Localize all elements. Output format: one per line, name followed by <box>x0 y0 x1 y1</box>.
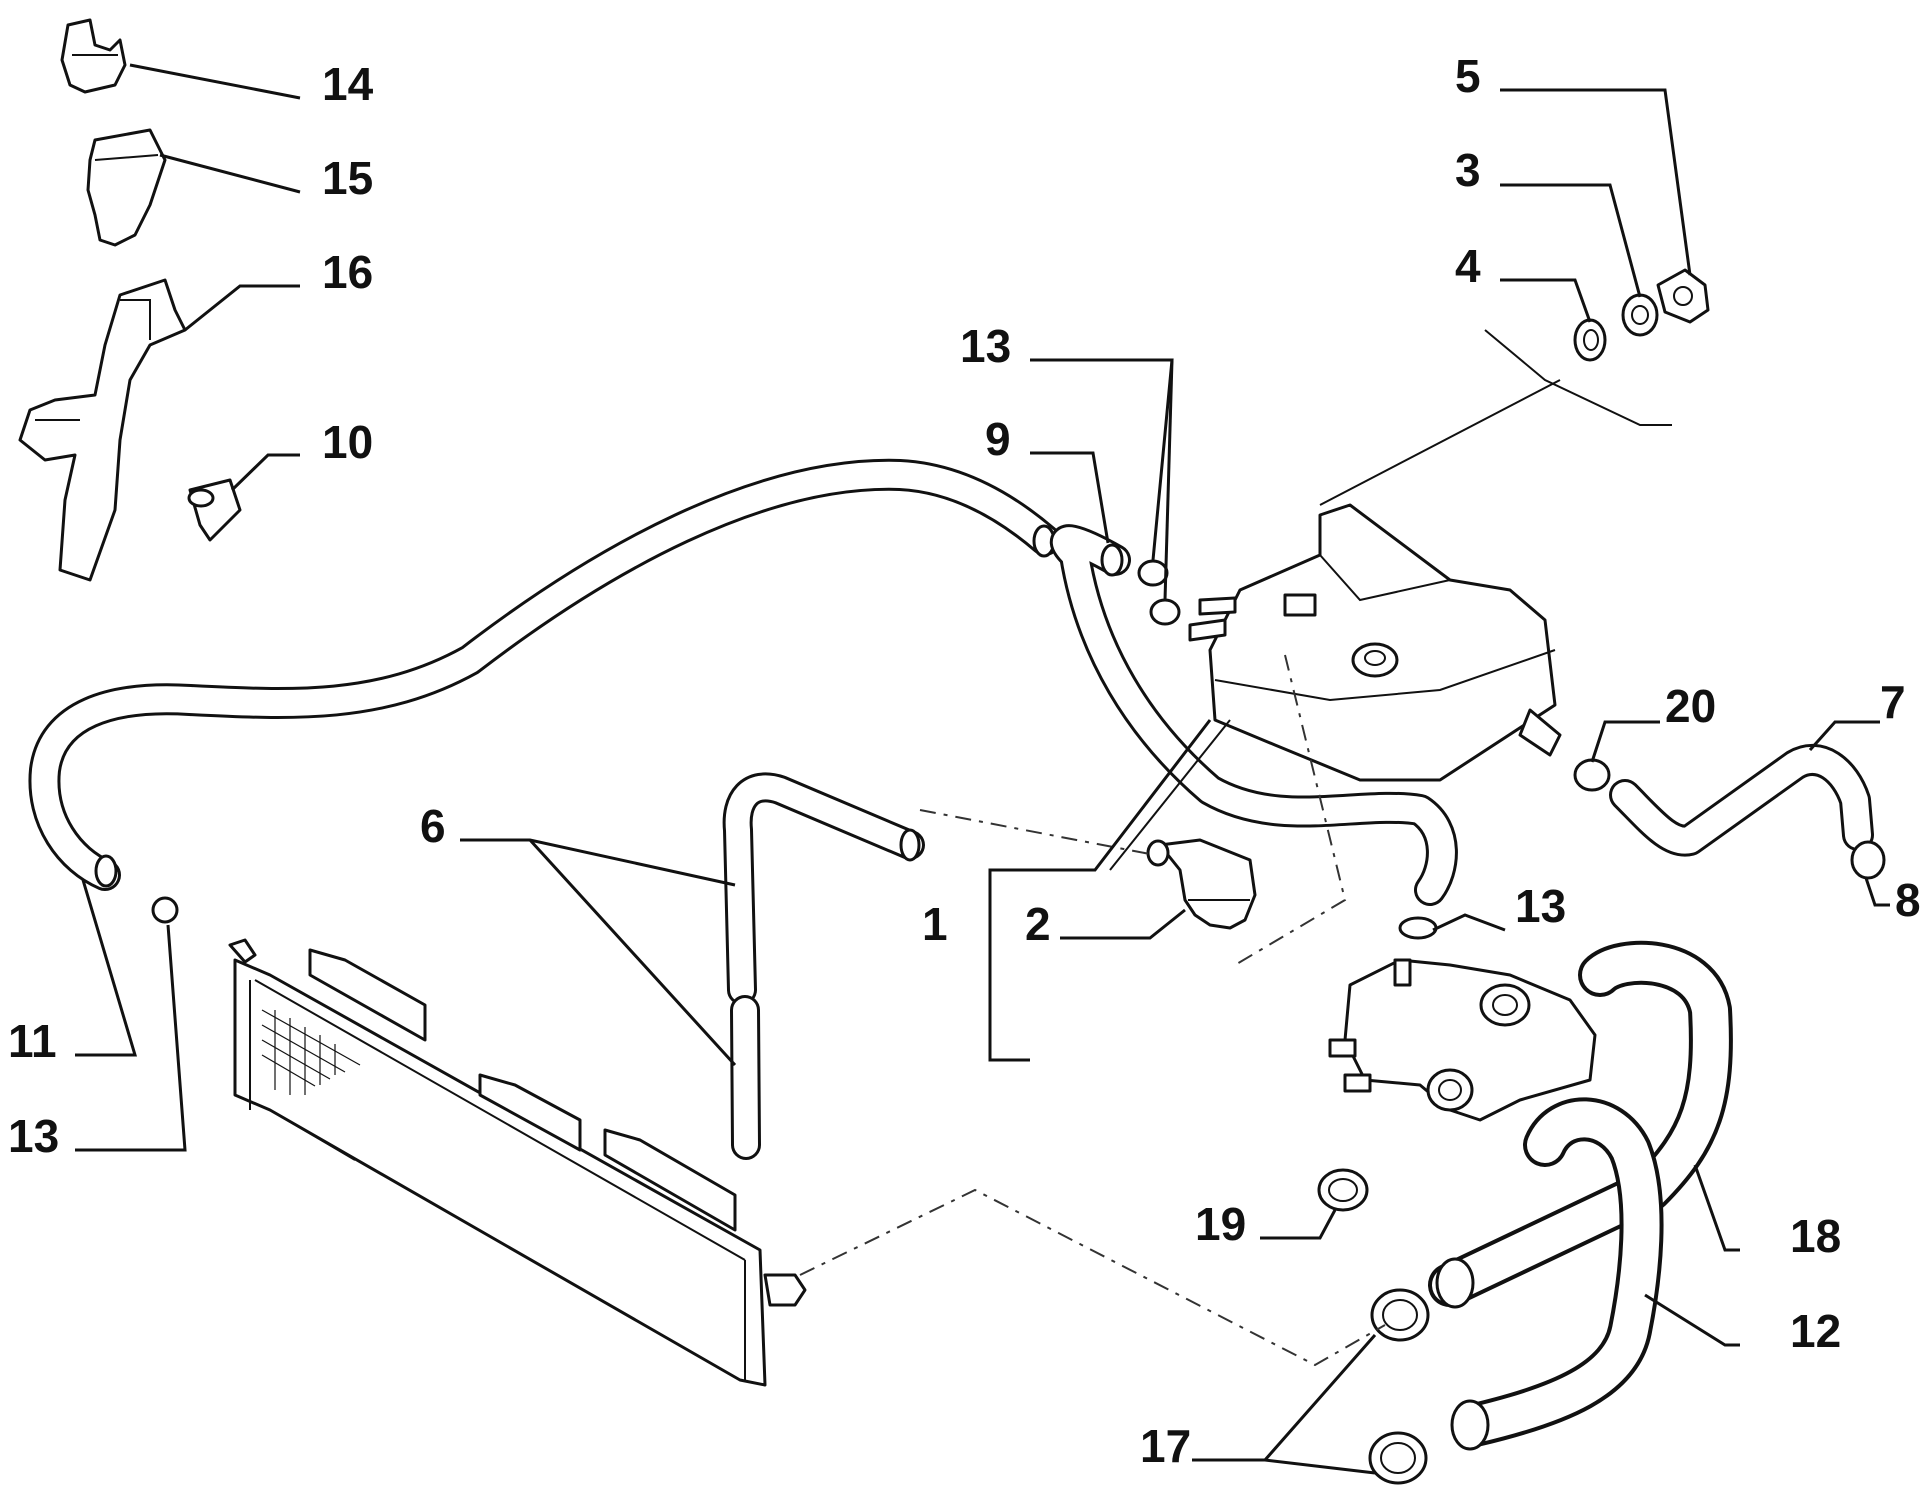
alignment-lines <box>799 329 1672 1367</box>
nut-icon <box>1656 268 1710 324</box>
hose-clamp-icon <box>60 18 127 94</box>
callout-15: 15 <box>322 152 373 204</box>
radiator-icon <box>228 938 807 1387</box>
callout-11: 11 <box>8 1015 57 1067</box>
hose-clamp-icon <box>86 128 167 247</box>
callout-12: 12 <box>1790 1305 1841 1357</box>
callout-18: 18 <box>1790 1210 1841 1262</box>
callout-2: 2 <box>1025 898 1051 950</box>
thermostat-housing-icon <box>1328 958 1597 1122</box>
hose-clamp-icon <box>1368 1288 1430 1485</box>
washer-icon <box>1573 318 1607 362</box>
hose-clamp-icon <box>1573 758 1611 792</box>
hose-clamp-icon <box>1850 840 1886 880</box>
leader-lines <box>75 63 1890 1475</box>
cap-icon <box>1146 838 1257 930</box>
washer-icon <box>1621 293 1659 337</box>
callout-6: 6 <box>420 800 446 852</box>
callout-10: 10 <box>322 416 373 468</box>
callout-16: 16 <box>322 246 373 298</box>
expansion-tank-icon <box>1188 503 1562 782</box>
callout-14: 14 <box>322 58 374 110</box>
hose-7 <box>1609 744 1874 857</box>
callout-8: 8 <box>1895 874 1921 926</box>
callout-19: 19 <box>1195 1198 1246 1250</box>
callout-3: 3 <box>1455 144 1481 196</box>
hose-11 <box>28 458 1061 891</box>
hose-6 <box>722 772 925 1160</box>
callout-13: 13 <box>1515 880 1566 932</box>
bracket-icon <box>18 278 187 582</box>
bolt-icon <box>187 478 242 542</box>
callout-17: 17 <box>1140 1420 1191 1472</box>
callout-13: 13 <box>960 320 1011 372</box>
hose-clamp-icon <box>1317 1168 1369 1212</box>
callout-13: 13 <box>8 1110 59 1162</box>
hose-18 <box>1428 940 1733 1309</box>
hose-12 <box>1450 1097 1664 1451</box>
callout-numbers: 14 15 16 10 5 3 4 13 9 6 1 2 13 20 7 8 1… <box>8 50 1921 1472</box>
callout-5: 5 <box>1455 50 1481 102</box>
callout-9: 9 <box>985 413 1011 465</box>
hose-9 <box>1049 524 1458 906</box>
hose-clamp-icon <box>151 559 1438 940</box>
radiator-core-grid <box>261 1009 361 1095</box>
callout-20: 20 <box>1665 680 1716 732</box>
callout-4: 4 <box>1455 240 1481 292</box>
callout-1: 1 <box>922 898 948 950</box>
callout-7: 7 <box>1880 676 1906 728</box>
